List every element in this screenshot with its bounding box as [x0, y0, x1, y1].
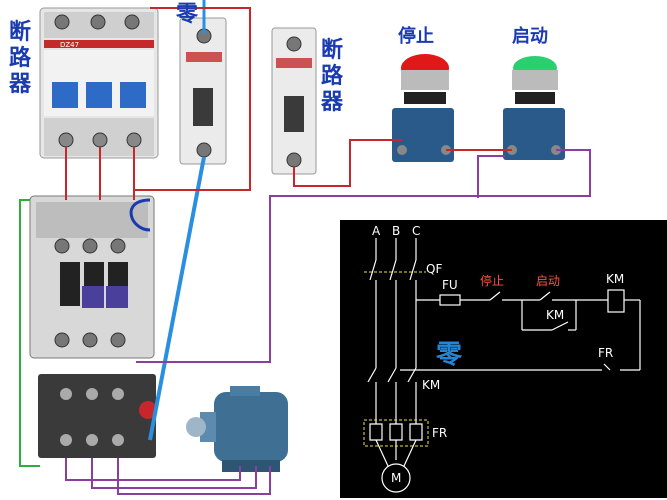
fr-thermal-label: FR	[432, 426, 448, 440]
km-aux-label: KM	[546, 308, 565, 322]
single-pole-breaker-middle	[179, 17, 227, 165]
ac-contactor	[29, 195, 155, 359]
phase-b-label: B	[392, 224, 401, 238]
motor	[186, 386, 288, 472]
start-button-label: 启动	[512, 26, 548, 47]
wires	[19, 0, 591, 495]
single-pole-breaker-right	[271, 27, 317, 175]
stop-pushbutton	[392, 54, 454, 162]
breaker-brand-label: DZ47	[60, 41, 80, 49]
km-coil-label: KM	[606, 272, 625, 286]
breaker-left-label: 断路器	[8, 20, 31, 97]
fu-label: FU	[442, 278, 458, 292]
stop-button-label: 停止	[398, 26, 434, 47]
contactor-model-label: CJX2 0910	[60, 270, 78, 286]
schematic-start-label: 启动	[536, 274, 561, 288]
breaker-right-label: 断路器	[320, 38, 343, 115]
qf-label: QF	[426, 262, 443, 276]
fr-contact-label: FR	[598, 346, 614, 360]
km-main-label: KM	[422, 378, 441, 392]
motor-symbol-label: M	[391, 471, 402, 485]
three-pole-breaker	[39, 7, 159, 159]
schematic-zero-label: 零	[436, 340, 463, 370]
zero-top-label: 零	[176, 2, 199, 27]
schematic-panel: A B C QF FU 停止 启动 KM KM FR KM FR M 零	[340, 220, 667, 498]
thermal-relay	[38, 374, 157, 458]
schematic-stop-label: 停止	[480, 274, 505, 288]
phase-a-label: A	[372, 224, 381, 238]
start-pushbutton	[503, 56, 565, 160]
phase-c-label: C	[412, 224, 421, 238]
schematic-lines	[363, 238, 641, 493]
